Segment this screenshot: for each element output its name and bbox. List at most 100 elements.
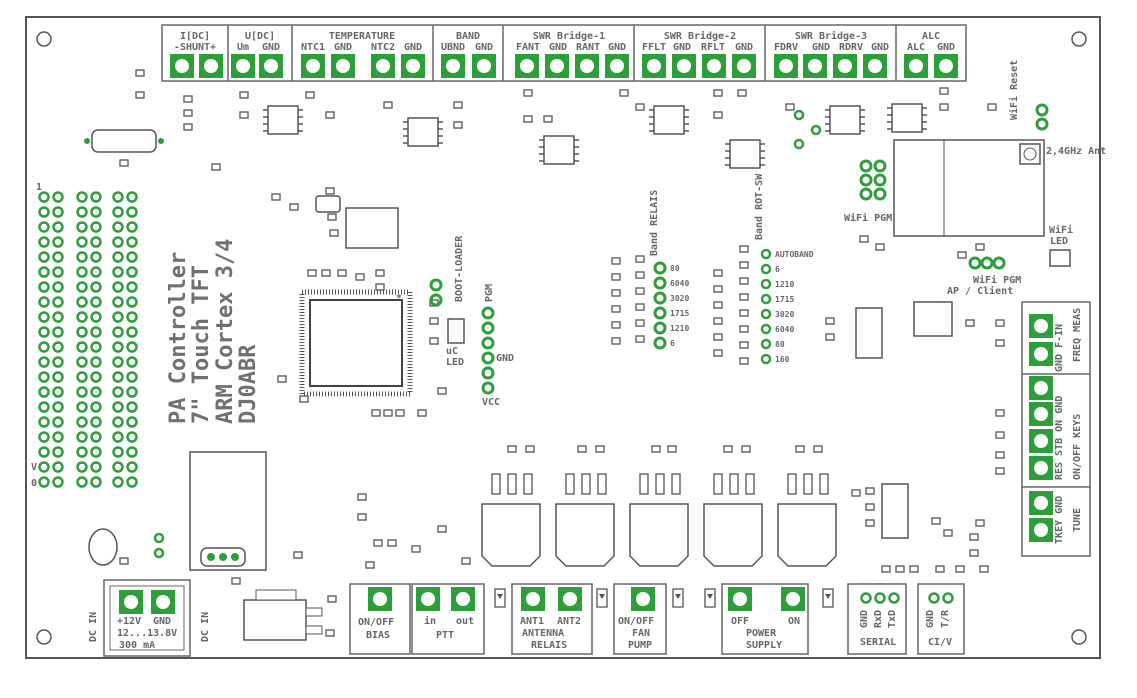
crystal-pad [84, 138, 90, 144]
breakout-pad [112, 221, 124, 233]
breakout-pad [38, 371, 50, 383]
serial-pin-txd: TxD [887, 610, 898, 628]
fan-pin: ON/OFF [618, 616, 654, 627]
smd-part [453, 121, 463, 129]
soic-chip [825, 105, 865, 135]
breakout-pad [126, 236, 138, 248]
diode [822, 588, 834, 608]
smd-part [357, 513, 367, 521]
breakout-pad [90, 431, 102, 443]
dc-in-voltage: 12...13.8V [117, 628, 177, 639]
udc-title: U[DC] [245, 31, 275, 42]
diode [704, 588, 716, 608]
bottom-connector-3 [511, 583, 593, 655]
top-terminal-7 [371, 54, 395, 78]
swr2-pin-gnd1: GND [673, 42, 691, 53]
breakout-pad [90, 236, 102, 248]
mounting-hole [36, 629, 52, 645]
ps-title-1: POWER [746, 628, 777, 639]
smd-part [461, 557, 471, 565]
breakout-pad [52, 386, 64, 398]
smd-part [135, 91, 145, 99]
smd-part [611, 321, 621, 329]
right-terminal-1 [1029, 314, 1053, 338]
smd-part [995, 409, 1005, 417]
ant-title-2: RELAIS [531, 640, 567, 651]
opamp-ic [855, 307, 883, 359]
fan-title-2: PUMP [628, 640, 652, 651]
dc-in-current: 300 mA [119, 640, 155, 651]
smd-part [955, 565, 965, 573]
pgm-header [481, 306, 495, 395]
smd-part [383, 101, 393, 109]
smd-part [239, 91, 249, 99]
smd-part [543, 115, 553, 123]
smd-part [713, 317, 723, 325]
to220-transistor [555, 473, 615, 567]
bottom-connector-2 [411, 583, 485, 655]
wifi-antenna [1019, 143, 1041, 165]
ant-pin-2: ANT2 [557, 616, 581, 627]
swr3-pin-fdrv: FDRV [774, 42, 798, 53]
breakout-pad [52, 221, 64, 233]
smd-part [119, 557, 129, 565]
temperature-title: TEMPERATURE [329, 31, 395, 42]
band-rotsw-pad [760, 353, 772, 365]
breakout-mark-1: 1 [36, 182, 42, 193]
breakout-pad [112, 341, 124, 353]
top-terminal-2 [199, 54, 223, 78]
smd-part [577, 445, 587, 453]
breakout-pad [112, 326, 124, 338]
wifi-pgm-header [859, 159, 887, 201]
smd-part [371, 409, 381, 417]
breakout-pad [52, 326, 64, 338]
band-relais-title: Band RELAIS [649, 190, 660, 256]
breakout-pad [76, 251, 88, 263]
breakout-pad [126, 221, 138, 233]
top-terminal-17 [702, 54, 726, 78]
smd-part [429, 317, 439, 325]
diode [672, 588, 684, 608]
ptt-title: PTT [436, 630, 454, 641]
band-relais-label: 80 [670, 264, 680, 273]
header-pad [928, 592, 940, 604]
smd-part [859, 235, 869, 243]
dc-in-pin-12v: +12V [117, 616, 141, 627]
mounting-hole [1071, 629, 1087, 645]
ant-title-1: ANTENNA [522, 628, 564, 639]
top-terminal-10 [472, 54, 496, 78]
breakout-pad [126, 401, 138, 413]
smd-part [969, 549, 979, 557]
civ-title: CI/V [928, 637, 952, 648]
fan-title-1: FAN [632, 628, 650, 639]
civ-pin-gnd: GND [925, 610, 936, 628]
breakout-pad [38, 431, 50, 443]
breakout-pad [76, 476, 88, 488]
smd-part [305, 91, 315, 99]
smd-part [813, 445, 823, 453]
breakout-pad [52, 281, 64, 293]
tune-title: TUNE [1072, 508, 1083, 532]
soic-chip [887, 103, 927, 133]
smd-part [299, 395, 309, 403]
smd-part [383, 409, 393, 417]
smd-part [635, 271, 645, 279]
breakout-pad [90, 416, 102, 428]
breakout-pad [52, 461, 64, 473]
smd-part [713, 333, 723, 341]
freq-meas-title: FREQ MEAS [1072, 308, 1083, 362]
smd-part [417, 409, 427, 417]
breakout-pad [126, 416, 138, 428]
to220-transistor [777, 473, 837, 567]
freq-meas-pins: GND F-IN [1054, 324, 1065, 372]
breakout-pad [76, 221, 88, 233]
breakout-pad [126, 206, 138, 218]
band-pin-ubnd: UBND [441, 42, 465, 53]
smd-part [307, 269, 317, 277]
breakout-pad [112, 296, 124, 308]
band-rotsw-pad [760, 278, 772, 290]
breakout-pad [90, 476, 102, 488]
temp-pin-gnd1: GND [334, 42, 352, 53]
smd-part [183, 109, 193, 117]
